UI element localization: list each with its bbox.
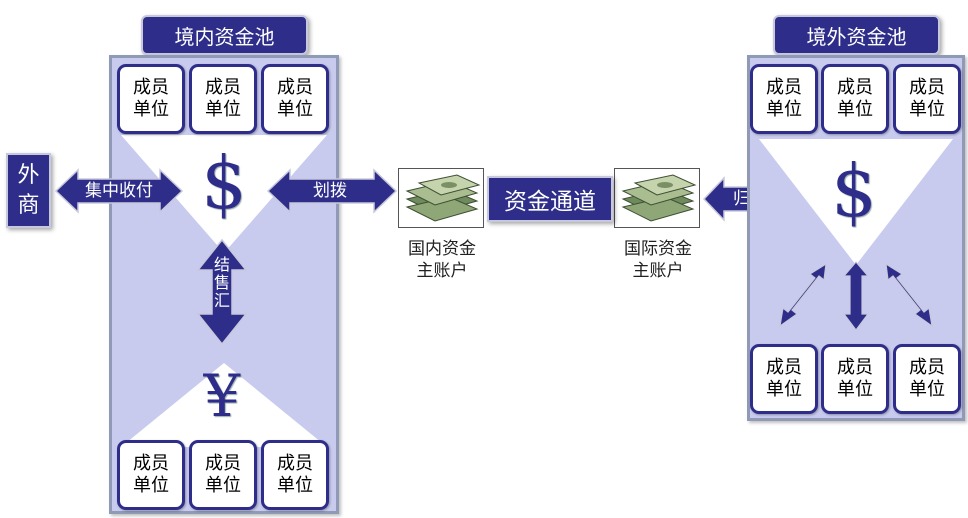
- overseas-top-unit-3[interactable]: 成员 单位: [893, 64, 961, 134]
- money-stack-icon: [405, 174, 481, 222]
- international-account-money[interactable]: [614, 168, 700, 228]
- domestic-bottom-unit-1[interactable]: 成员 单位: [117, 440, 185, 510]
- domestic-top-unit-3[interactable]: 成员 单位: [261, 64, 329, 134]
- international-account-label: 国际资金 主账户: [604, 238, 712, 282]
- unit-line2: 单位: [277, 475, 313, 496]
- unit-line1: 成员: [837, 77, 873, 98]
- international-account-line2: 主账户: [632, 261, 684, 281]
- unit-line1: 成员: [133, 453, 169, 474]
- overseas-dollar-symbol: $: [831, 149, 877, 233]
- overseas-distribution-arrows: [779, 261, 933, 331]
- domestic-pool-title-text: 境内资金池: [174, 24, 275, 49]
- domestic-bottom-unit-2[interactable]: 成员 单位: [189, 440, 257, 510]
- transfer-label: 划拨: [313, 181, 347, 201]
- domestic-account-money[interactable]: [398, 168, 484, 228]
- overseas-bottom-unit-2[interactable]: 成员 单位: [821, 344, 889, 414]
- overseas-pool-title-text: 境外资金池: [806, 24, 907, 49]
- fx-label: 结售汇: [212, 256, 232, 310]
- foreign-merchant-line2: 商: [17, 192, 40, 218]
- funding-channel-label: 资金通道: [504, 189, 596, 215]
- domestic-account-line1: 国内资金: [408, 239, 476, 259]
- overseas-pool-shapes: [759, 139, 953, 265]
- international-account-line1: 国际资金: [624, 239, 692, 259]
- domestic-top-unit-1[interactable]: 成员 单位: [117, 64, 185, 134]
- unit-line1: 成员: [277, 453, 313, 474]
- overseas-dollar-funnel: [759, 139, 953, 265]
- distribution-arrow-center: [842, 261, 870, 331]
- unit-line2: 单位: [837, 99, 873, 120]
- unit-line1: 成员: [205, 77, 241, 98]
- unit-line2: 单位: [837, 379, 873, 400]
- centralized-payment-label: 集中收付: [85, 181, 153, 201]
- unit-line1: 成员: [133, 77, 169, 98]
- unit-line2: 单位: [909, 379, 945, 400]
- unit-line1: 成员: [837, 357, 873, 378]
- funding-channel[interactable]: 资金通道: [487, 176, 613, 222]
- money-stack-icon: [621, 174, 697, 222]
- domestic-account-line2: 主账户: [416, 261, 468, 281]
- unit-line2: 单位: [277, 99, 313, 120]
- unit-line2: 单位: [133, 475, 169, 496]
- overseas-bottom-unit-3[interactable]: 成员 单位: [893, 344, 961, 414]
- dollar-funnel: [121, 135, 327, 253]
- centralized-payment-arrow: [54, 168, 184, 214]
- overseas-top-unit-1[interactable]: 成员 单位: [750, 64, 818, 134]
- domestic-yuan-symbol: ¥: [203, 362, 241, 430]
- unit-line2: 单位: [766, 99, 802, 120]
- unit-line2: 单位: [133, 99, 169, 120]
- unit-line2: 单位: [909, 99, 945, 120]
- unit-line1: 成员: [909, 357, 945, 378]
- unit-line1: 成员: [205, 453, 241, 474]
- overseas-pool-title: 境外资金池: [773, 15, 940, 55]
- unit-line1: 成员: [277, 77, 313, 98]
- fx-arrow: [196, 238, 248, 346]
- unit-line2: 单位: [205, 99, 241, 120]
- foreign-merchant-line1: 外: [17, 162, 40, 188]
- domestic-dollar-symbol: $: [201, 141, 247, 225]
- domestic-pool-title: 境内资金池: [141, 15, 308, 55]
- domestic-top-unit-2[interactable]: 成员 单位: [189, 64, 257, 134]
- unit-line1: 成员: [766, 77, 802, 98]
- domestic-account-label: 国内资金 主账户: [388, 238, 496, 282]
- fx-label-text: 结售汇: [213, 255, 230, 310]
- domestic-pool-shapes: [121, 135, 327, 447]
- overseas-bottom-unit-1[interactable]: 成员 单位: [750, 344, 818, 414]
- domestic-bottom-unit-3[interactable]: 成员 单位: [261, 440, 329, 510]
- transfer-arrow: [266, 168, 398, 214]
- unit-line1: 成员: [909, 77, 945, 98]
- unit-line2: 单位: [205, 475, 241, 496]
- foreign-merchant-box[interactable]: 外 商: [6, 153, 51, 228]
- overseas-top-unit-2[interactable]: 成员 单位: [821, 64, 889, 134]
- yuan-funnel: [121, 363, 327, 447]
- unit-line2: 单位: [766, 379, 802, 400]
- distribution-arrow-right: [885, 262, 933, 328]
- unit-line1: 成员: [766, 357, 802, 378]
- distribution-arrow-left: [779, 262, 827, 328]
